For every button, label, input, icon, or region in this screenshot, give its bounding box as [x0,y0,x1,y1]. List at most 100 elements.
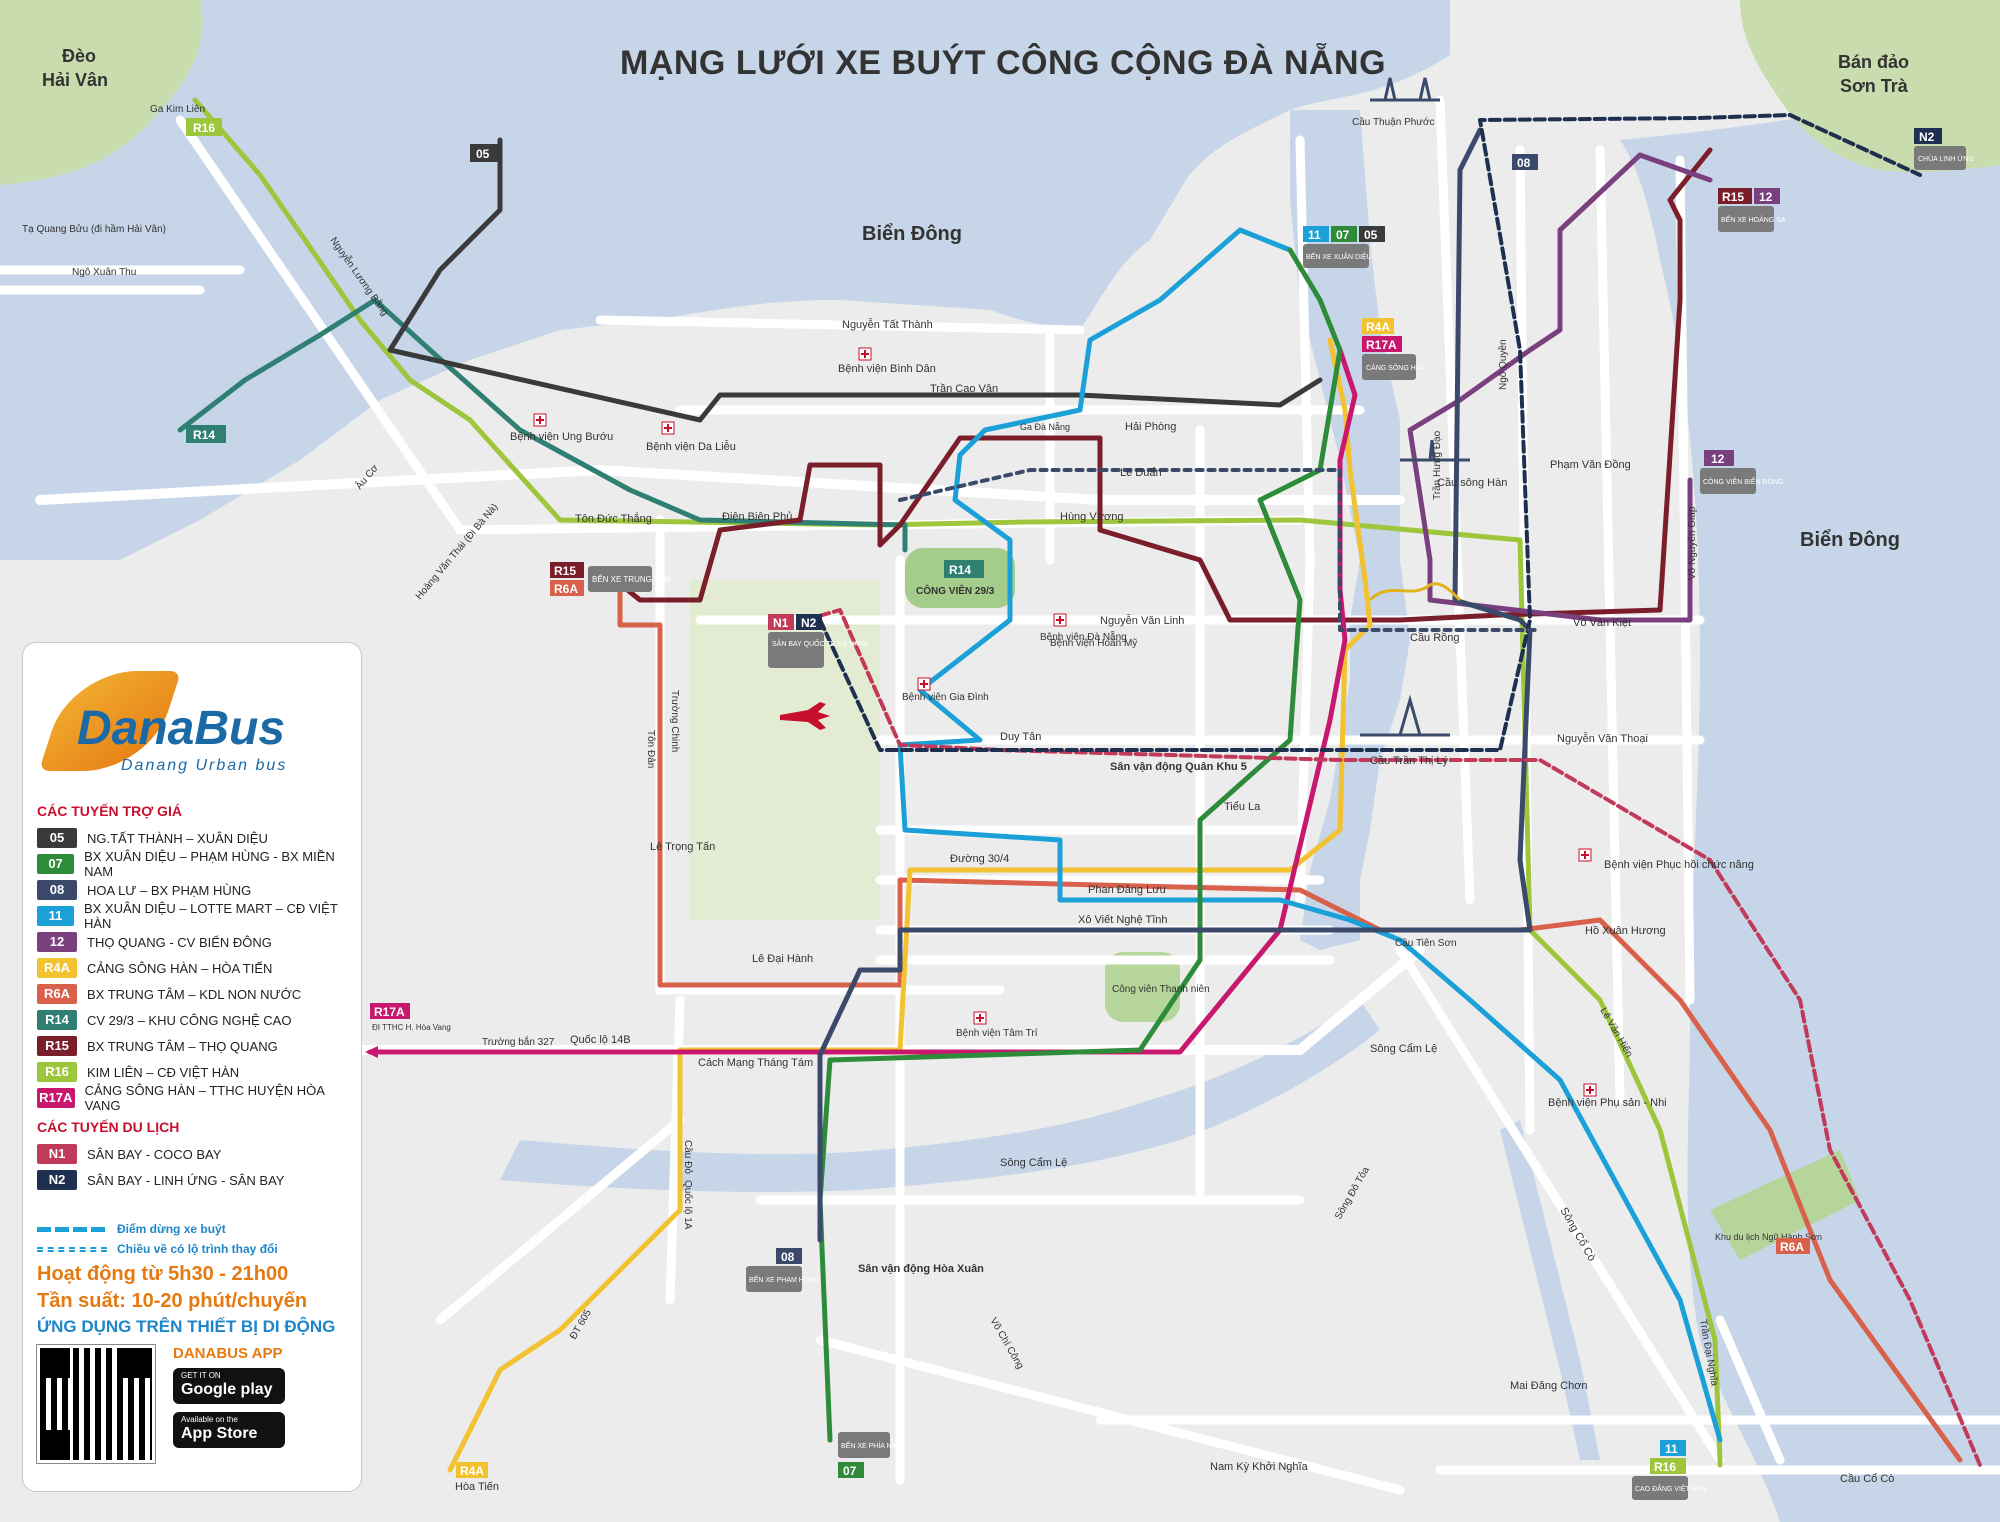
label-bv-tam-tri: Bệnh viện Tâm Trí [956,1028,1038,1039]
svg-text:N2: N2 [1919,130,1935,144]
badge-r4a-r17a [1362,318,1394,334]
svg-text:R17A: R17A [374,1005,405,1019]
app-heading: ỨNG DỤNG TRÊN THIẾT BỊ DI ĐỘNG [37,1317,336,1336]
legend-route-row: 07 BX XUÂN DIỆU – PHẠM HÙNG - BX MIỀN NAM [37,849,347,879]
route-name: SÂN BAY - LINH ỨNG - SÂN BAY [87,1172,285,1188]
label-phan-dang-luu: Phan Đăng Lưu [1088,884,1166,896]
svg-text:BẾN XE PHẠM HÙNG: BẾN XE PHẠM HÙNG [749,1274,819,1284]
label-duong-30-4: Đường 30/4 [950,853,1009,865]
label-svd-hoa-xuan: Sân vận động Hòa Xuân [858,1263,984,1275]
svg-text:05: 05 [1364,228,1378,242]
qr-code-icon[interactable] [36,1344,156,1464]
svg-text:05: 05 [476,147,490,161]
route-badge: N1 [37,1144,77,1164]
app-name: DANABUS APP [173,1345,283,1362]
hospital-icon [973,1011,987,1025]
logo-wordmark: DanaBus [77,702,286,755]
label-cau-thuan-phuoc: Cầu Thuận Phước [1352,116,1435,128]
subsidized-heading: CÁC TUYẾN TRỢ GIÁ [37,803,182,819]
app-store-button[interactable]: Available on the App Store [173,1412,285,1448]
svg-text:R6A: R6A [1780,1240,1804,1254]
route-name: BX TRUNG TÂM – THỌ QUANG [87,1038,278,1054]
route-badge: R4A [37,958,77,978]
label-le-trong-tan: Lê Trọng Tấn [650,841,715,853]
svg-text:CÔNG VIÊN 29/3: CÔNG VIÊN 29/3 [916,584,995,597]
svg-text:N2: N2 [801,616,817,630]
svg-text:R16: R16 [1654,1460,1676,1474]
sea-north [0,0,1450,560]
label-song-cam-le-2: Sông Cẩm Lệ [1000,1157,1067,1169]
route-n2-line [818,113,1922,752]
svg-text:R16: R16 [193,121,215,135]
svg-text:ĐI TTHC H. Hòa Vang: ĐI TTHC H. Hòa Vang [372,1023,451,1032]
label-tran-cao-van: Trần Cao Vân [930,383,998,395]
label-truong-ban-327: Trường bắn 327 [482,1035,555,1048]
route-name: THỌ QUANG - CV BIỂN ĐÔNG [87,934,272,950]
route-badge: 07 [37,854,75,874]
route-badge: R16 [37,1062,77,1082]
label-ban-dao-son-tra: Bán đảo [1838,52,1909,72]
badge-r14-khu-cnc [186,425,226,443]
badge-ben-xe-xuan-dieu [1303,244,1369,268]
svg-text:BẾN XE PHÍA NAM: BẾN XE PHÍA NAM [841,1440,902,1450]
badge-r15-12-hoang-sa [1718,188,1752,204]
bridge-rong-icon [1368,582,1462,602]
label-tieu-la: Tiểu La [1224,801,1261,813]
google-play-button[interactable]: GET IT ON Google play [173,1368,285,1404]
badge-ben-xe-trung-tam [588,566,652,592]
label-bv-phcn: Bệnh viện Phục hồi chức năng [1604,859,1754,871]
label-hai-phong: Hải Phòng [1125,421,1176,433]
route-name: BX XUÂN DIỆU – PHẠM HÙNG - BX MIỀN NAM [84,849,335,879]
hospital-icon [1583,1083,1597,1097]
bridge-thuan-phuoc-icon [1370,77,1440,102]
badge-11-r16-viet-han [1660,1440,1686,1456]
svg-text:N1: N1 [773,616,789,630]
label-bv-gia-dinh: Bệnh viện Gia Đình [902,692,989,703]
badge-r14-cv293 [944,560,984,578]
label-deo-hai-van: Đèo [62,46,96,66]
badge-12-cv-bien-dong [1704,450,1734,466]
svg-text:CHÙA LINH ỨNG: CHÙA LINH ỨNG [1918,154,1974,163]
badge-r17a-hoa-vang [370,1003,410,1019]
label-san-van-dong-qk5: Sân vận động Quân Khu 5 [1110,761,1247,773]
key-return-change-label: Chiều về có lộ trình thay đổi [117,1242,278,1256]
hospital-icon [917,677,931,691]
label-xo-viet-nghe-tinh: Xô Viết Nghệ Tĩnh [1078,914,1168,926]
route-n1-line [803,608,1982,1467]
badge-08-hoa-lu [1512,154,1538,170]
label-ga-kim-lien: Ga Kim Liên [150,104,205,115]
route-name: BX TRUNG TÂM – KDL NON NƯỚC [87,986,302,1002]
key-bus-stop-label: Điểm dừng xe buýt [117,1222,226,1236]
svg-text:08: 08 [1517,156,1531,170]
bridge-song-han-icon [1400,439,1470,462]
svg-text:07: 07 [1336,228,1350,242]
route-dashed-loop [898,468,1542,632]
route-r14-line [177,297,908,553]
label-cau-rong: Cầu Rồng [1410,632,1460,644]
svg-text:CẢNG SÔNG HÀN: CẢNG SÔNG HÀN [1366,363,1426,372]
route-name: KIM LIÊN – CĐ VIỆT HÀN [87,1064,240,1080]
badge-n2 [796,614,822,630]
airplane-icon [780,702,830,730]
svg-text:11: 11 [1665,1442,1678,1456]
svg-text:R14: R14 [949,563,971,577]
label-bien-dong-north: Biển Đông [862,223,962,245]
label-bv-ung-buou: Bệnh viện Ung Bướu [510,431,613,443]
svg-text:08: 08 [781,1250,795,1264]
label-pham-van-dong: Phạm Văn Đồng [1550,459,1631,471]
label-nguyen-van-linh: Nguyễn Văn Linh [1100,614,1184,627]
badge-n1 [768,614,794,630]
hospital-icon [661,421,675,435]
label-bien-dong-east: Biển Đông [1800,529,1900,551]
badge-08-pham-hung [776,1248,802,1264]
app-download-block: DANABUS APP GET IT ON Google play Availa… [36,1344,347,1464]
label-kdl-ngu-hanh-son: Khu du lịch Ngũ Hành Sơn [1715,1232,1822,1242]
label-cong-vien-thanh-nien: Công viên Thanh niên [1112,984,1210,995]
label-cau-song-han: Cầu sông Hàn [1437,477,1507,489]
